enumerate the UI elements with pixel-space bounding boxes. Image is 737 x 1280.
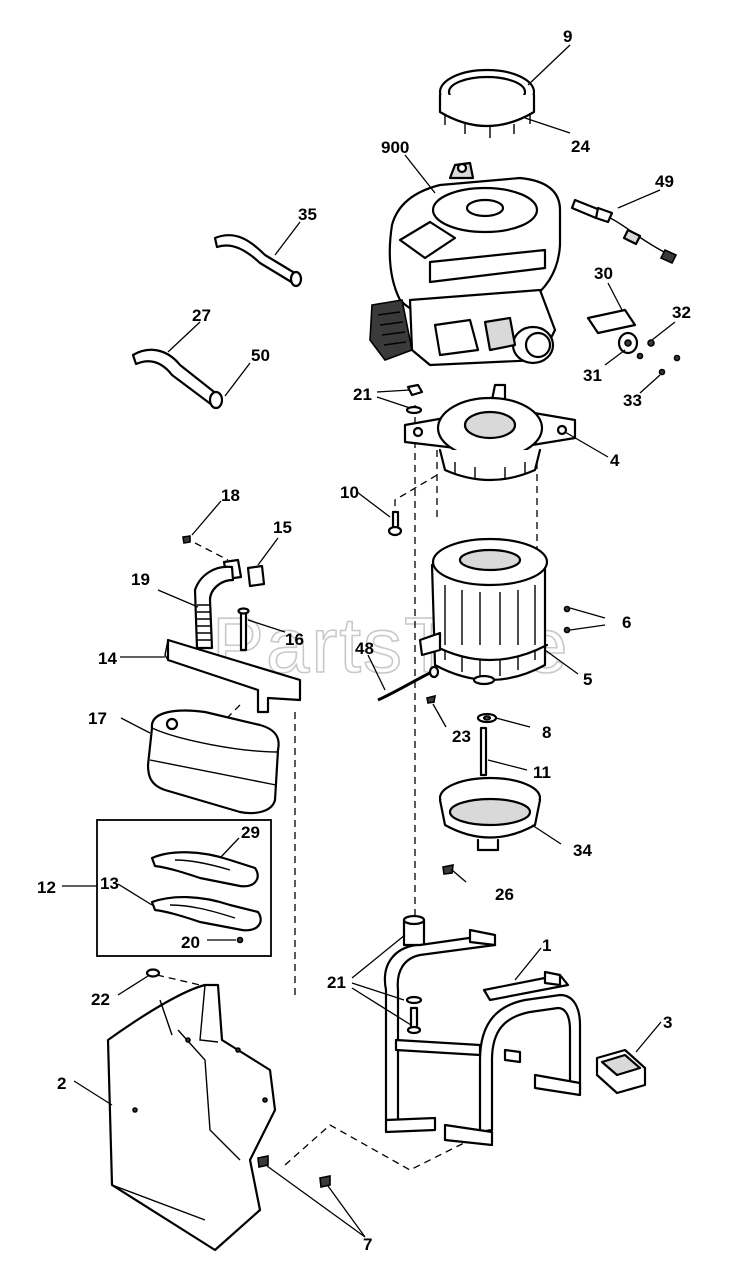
part-23-screw [426,694,436,704]
callout-2: 2 [57,1074,66,1093]
callout-29: 29 [241,823,260,842]
part-1-frame [383,928,582,1147]
part-21-upper [405,383,424,415]
part-18-screw [182,535,191,544]
part-8-washer [476,712,498,724]
callout-5: 5 [583,670,592,689]
callout-35: 35 [298,205,317,224]
callout-14: 14 [98,649,117,668]
callout-22: 22 [91,990,110,1009]
callout-32: 32 [672,303,691,322]
part-29-gasket [150,851,259,888]
part-31-switch [617,331,639,355]
part-27-hose [131,348,224,410]
callout-24: 24 [571,137,590,156]
part-21-lower [402,914,426,1035]
part-5-stator [418,537,549,686]
leader-lines [62,44,676,1238]
part-6-screws [563,605,571,634]
callout-4: 4 [610,451,620,470]
callout-7: 7 [363,1235,372,1254]
callout-50: 50 [251,346,270,365]
part-7-screws [257,1155,331,1188]
callout-23: 23 [452,727,471,746]
callout-13: 13 [100,874,119,893]
part-32-screw [647,339,655,347]
part-22-nut [145,968,161,978]
callout-3: 3 [663,1013,672,1032]
part-20-screw [236,936,244,944]
callout-19: 19 [131,570,150,589]
part-34-cover [438,776,542,852]
part-2-shroud [106,983,277,1252]
callout-33: 33 [623,391,642,410]
callout-31: 31 [583,366,602,385]
part-16-screw [237,607,250,652]
part-17-muffler [146,709,280,815]
callout-900: 900 [381,138,409,157]
callout-30: 30 [594,264,613,283]
callout-26: 26 [495,885,514,904]
part-10-bolt [387,510,403,537]
part-33-nuts [636,352,681,376]
part-19-hose [193,565,235,650]
callout-17: 17 [88,709,107,728]
part-26-screw [442,863,454,875]
part-9-ring [438,68,536,138]
callout-48: 48 [355,639,374,658]
callout-21-upper: 21 [353,385,372,404]
part-12-kit [96,819,272,957]
callout-20: 20 [181,933,200,952]
part-13-gasket [150,895,262,932]
callout-49: 49 [655,172,674,191]
callout-18: 18 [221,486,240,505]
callout-labels: 9 24 900 49 35 30 32 31 33 27 50 21 4 10… [37,27,691,1254]
part-35-hose [213,234,303,288]
callout-16: 16 [285,630,304,649]
callout-10: 10 [340,483,359,502]
callout-11: 11 [533,763,551,782]
part-30-bracket [586,308,637,335]
callout-1: 1 [542,936,551,955]
callout-12: 12 [37,878,56,897]
callout-9: 9 [563,27,572,46]
part-4-plate [403,383,577,482]
part-48-wire [377,665,440,702]
callout-15: 15 [273,518,292,537]
callout-21-lower: 21 [327,973,346,992]
part-14-bracket [164,638,302,714]
callout-27: 27 [192,306,211,325]
part-900-engine [369,161,562,367]
callout-6: 6 [622,613,631,632]
assembly-lines [156,405,538,1171]
part-49-sensor [570,198,678,265]
callout-34: 34 [573,841,592,860]
callout-8: 8 [542,723,551,742]
part-3-foot [595,1048,647,1095]
part-11-rod [479,726,488,777]
